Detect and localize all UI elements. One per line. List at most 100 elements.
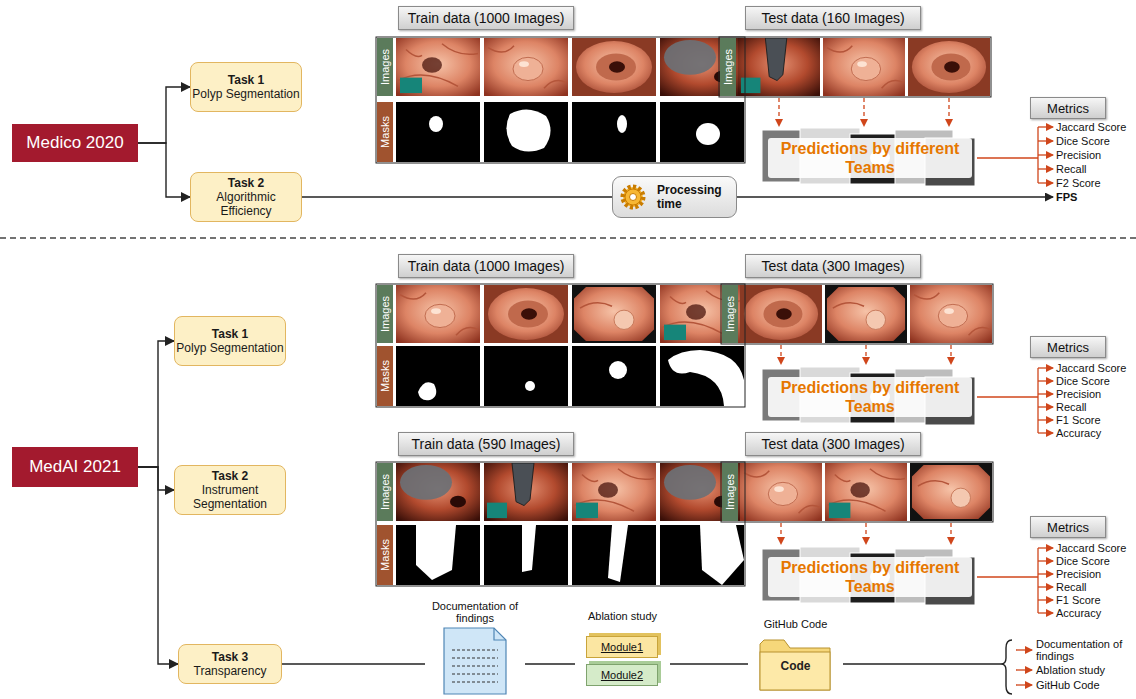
prediction-stack-text: Predictions by different Teams (768, 557, 972, 597)
metrics-box: Metrics (1030, 97, 1106, 119)
prediction-stacks (762, 128, 975, 605)
metric-arrows (977, 127, 1053, 685)
row-label-band-text: Images (724, 474, 736, 510)
connector (138, 467, 178, 664)
row-label-band: Images (377, 38, 393, 96)
row-label-band-text: Images (722, 49, 734, 85)
row-label-band-text: Images (379, 49, 391, 85)
metric-label: Accuracy (1056, 606, 1101, 620)
gear-icon (619, 183, 647, 211)
module-box: Module1 (586, 636, 658, 658)
module-box-text: Module1 (601, 641, 643, 653)
task-box: Task 1Polyp Segmentation (190, 62, 302, 112)
prediction-stack: Predictions by different Teams (768, 136, 972, 180)
metric-label: Precision (1056, 148, 1101, 162)
task-box-text: Task 1 (212, 327, 248, 341)
metrics-box: Metrics (1030, 516, 1106, 538)
row-label-band: Images (722, 463, 738, 521)
data-header: Train data (1000 Images) (398, 254, 574, 278)
metric-label: Precision (1056, 567, 1101, 581)
connector (138, 143, 190, 197)
task-box-text: Algorithmic Efficiency (191, 190, 301, 218)
output-label: GitHub Code (1036, 678, 1100, 692)
task-box-text: Task 2 (228, 176, 264, 190)
section-separator (0, 238, 1136, 239)
task-box-text: Task 2 (212, 469, 248, 483)
document-node-text: Documentation of findings (425, 600, 525, 624)
row-label-band: Images (377, 463, 393, 521)
ablation-group-text: Ablation study (575, 610, 670, 622)
row-label-band: Masks (377, 525, 393, 585)
metric-label: F1 Score (1056, 593, 1101, 607)
event-box-text: MedAI 2021 (29, 457, 121, 477)
metrics-box-text: Metrics (1047, 520, 1089, 535)
connector (138, 341, 174, 467)
metric-label: Jaccard Score (1056, 541, 1126, 555)
data-header: Train data (1000 Images) (398, 6, 574, 30)
document-node: Documentation of findings (425, 600, 525, 696)
metric-label: Recall (1056, 400, 1087, 414)
row-label-band-text: Masks (379, 360, 391, 392)
timeline-lines (737, 197, 1053, 694)
metrics-box-text: Metrics (1047, 340, 1089, 355)
event-box: MedAI 2021 (12, 447, 138, 487)
metric-label: F2 Score (1056, 176, 1101, 190)
prediction-stack-text: Predictions by different Teams (768, 377, 972, 417)
metric-label: Jaccard Score (1056, 361, 1126, 375)
task-box-text: Task 1 (228, 73, 264, 87)
metric-label: Dice Score (1056, 374, 1110, 388)
connector (302, 196, 612, 197)
row-label-band: Masks (377, 346, 393, 406)
data-header: Train data (590 Images) (398, 432, 574, 456)
metric-label: Recall (1056, 162, 1087, 176)
data-header: Test data (300 Images) (745, 254, 921, 278)
event-box: Medico 2020 (12, 124, 138, 162)
metric-label: Recall (1056, 580, 1087, 594)
metric-label: FPS (1056, 190, 1077, 204)
task-box-text: Polyp Segmentation (192, 87, 299, 101)
row-label-band-text: Masks (379, 116, 391, 148)
metric-label: Precision (1056, 387, 1101, 401)
document-icon (444, 628, 506, 694)
prediction-stack: Predictions by different Teams (768, 555, 972, 599)
connector (282, 663, 425, 664)
row-label-band: Images (720, 38, 736, 96)
data-header: Test data (300 Images) (745, 432, 921, 456)
row-label-band-text: Masks (379, 539, 391, 571)
prediction-stack-text: Predictions by different Teams (768, 138, 972, 178)
task-box-text: Instrument Segmentation (175, 483, 285, 511)
task-box: Task 2Algorithmic Efficiency (190, 172, 302, 222)
data-header: Test data (160 Images) (745, 6, 921, 30)
row-label-band: Images (722, 285, 738, 343)
data-header-text: Test data (300 Images) (761, 258, 904, 274)
code-folder-text: Code (748, 660, 843, 672)
panel-frames (376, 37, 993, 586)
segmentation-masks (396, 102, 744, 585)
prediction-stack: Predictions by different Teams (768, 375, 972, 419)
data-header-text: Train data (590 Images) (412, 436, 561, 452)
task-box: Task 2Instrument Segmentation (174, 465, 286, 515)
data-header-text: Test data (160 Images) (761, 10, 904, 26)
metrics-box-text: Metrics (1047, 101, 1089, 116)
row-label-band: Images (377, 285, 393, 343)
data-header-text: Train data (1000 Images) (408, 10, 565, 26)
row-label-band-text: Images (724, 296, 736, 332)
code-folder: GitHub CodeCode (748, 618, 843, 696)
metrics-box: Metrics (1030, 336, 1106, 358)
connector (525, 663, 575, 664)
row-label-band: Masks (377, 102, 393, 162)
output-label: Ablation study (1036, 663, 1105, 677)
row-label-band-text: Images (379, 474, 391, 510)
task-box-text: Task 3 (212, 650, 248, 664)
data-header-text: Train data (1000 Images) (408, 258, 565, 274)
processing-box-text: Processing time (657, 183, 730, 211)
module-box-text: Module2 (601, 669, 643, 681)
row-label-band-text: Images (379, 296, 391, 332)
module-box: Module2 (586, 664, 658, 686)
connector (138, 87, 190, 143)
ablation-group: Ablation studyModule1Module2 (575, 610, 670, 696)
task-box-text: Polyp Segmentation (176, 341, 283, 355)
task-box-text: Transparency (194, 664, 267, 678)
metric-label: Jaccard Score (1056, 120, 1126, 134)
connector (138, 467, 174, 490)
